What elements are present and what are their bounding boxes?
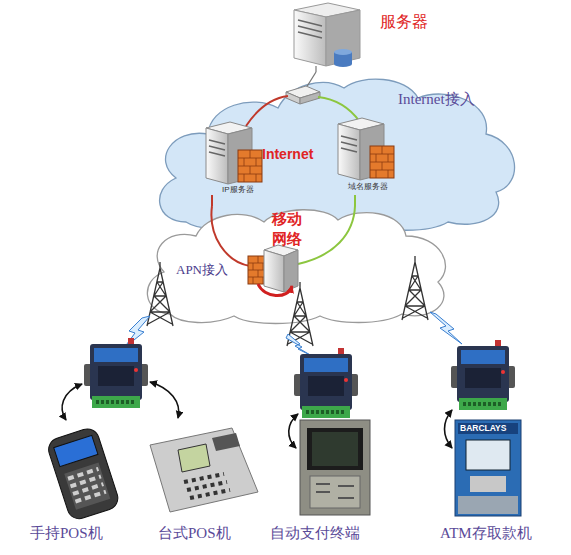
- wireless-bolt: [124, 316, 150, 348]
- device-label: ATM存取款机: [440, 524, 532, 543]
- internet-cloud: Internet接入 InternetIP服务器 域名服务器: [148, 72, 523, 230]
- device-label: 台式POS机: [158, 524, 231, 543]
- handheld-pos: [46, 426, 121, 522]
- cloud-outline: [160, 79, 515, 230]
- pos-body: [46, 426, 121, 522]
- atm-base: [458, 496, 518, 514]
- payment-kiosk: [300, 420, 370, 515]
- network-name: Internet: [262, 146, 313, 164]
- server-top: [294, 3, 360, 17]
- data-arrow: [150, 382, 179, 418]
- wireless-bolt: [430, 312, 462, 344]
- drive-slots: [298, 20, 322, 38]
- device-label: 手持POS机: [30, 524, 103, 543]
- printer-slot: [212, 433, 240, 451]
- kiosk-screen: [312, 432, 358, 466]
- database-cylinder: [334, 52, 352, 67]
- atm-screen: [466, 440, 510, 470]
- device-node: 自动支付终端: [262, 418, 382, 553]
- network-name: 移动网络: [272, 209, 306, 249]
- device-label: 自动支付终端: [270, 524, 360, 543]
- server-label: 服务器: [380, 12, 428, 32]
- pos-keys: [184, 474, 230, 498]
- cloud-label: Internet接入: [398, 90, 475, 109]
- desktop-pos: [150, 428, 258, 512]
- server-label: IP服务器: [222, 185, 254, 195]
- mobile-cloud: 移动网络 APN接入: [140, 206, 455, 324]
- server-front: [294, 10, 326, 66]
- server-side: [326, 10, 360, 66]
- ip-server-node: IP服务器: [200, 117, 266, 195]
- database-top: [334, 49, 352, 55]
- server-node: 服务器: [288, 0, 433, 66]
- dns-server-node: 域名服务器: [330, 117, 396, 195]
- pos-screen: [178, 444, 210, 472]
- access-label: APN接入: [176, 262, 228, 278]
- brand-text: BARCLAYS: [460, 423, 506, 434]
- dtu-modem: [294, 348, 358, 418]
- atm-keypad: [470, 476, 506, 492]
- data-arrow: [445, 410, 453, 448]
- dtu-modem: [451, 340, 515, 410]
- data-arrow: [289, 414, 298, 448]
- atm-cabinet: [455, 420, 521, 516]
- device-node: ATM存取款机: [430, 418, 560, 553]
- atm-sign: [458, 423, 518, 434]
- pos-keypad: [64, 463, 110, 510]
- device-node: 台式POS机: [145, 425, 263, 553]
- dtu-modem: [84, 338, 148, 408]
- kiosk-slots: [316, 484, 354, 498]
- kiosk-panel: [310, 476, 360, 508]
- cloud-outline: [147, 210, 445, 324]
- kiosk-bezel: [307, 428, 363, 470]
- connector: [315, 66, 316, 72]
- wireless-bolt: [286, 334, 312, 356]
- server-label: 域名服务器: [348, 182, 388, 192]
- pos-keys: [68, 469, 106, 502]
- pos-screen: [54, 435, 98, 466]
- device-node: 手持POS机: [28, 425, 133, 553]
- data-arrow: [62, 384, 82, 420]
